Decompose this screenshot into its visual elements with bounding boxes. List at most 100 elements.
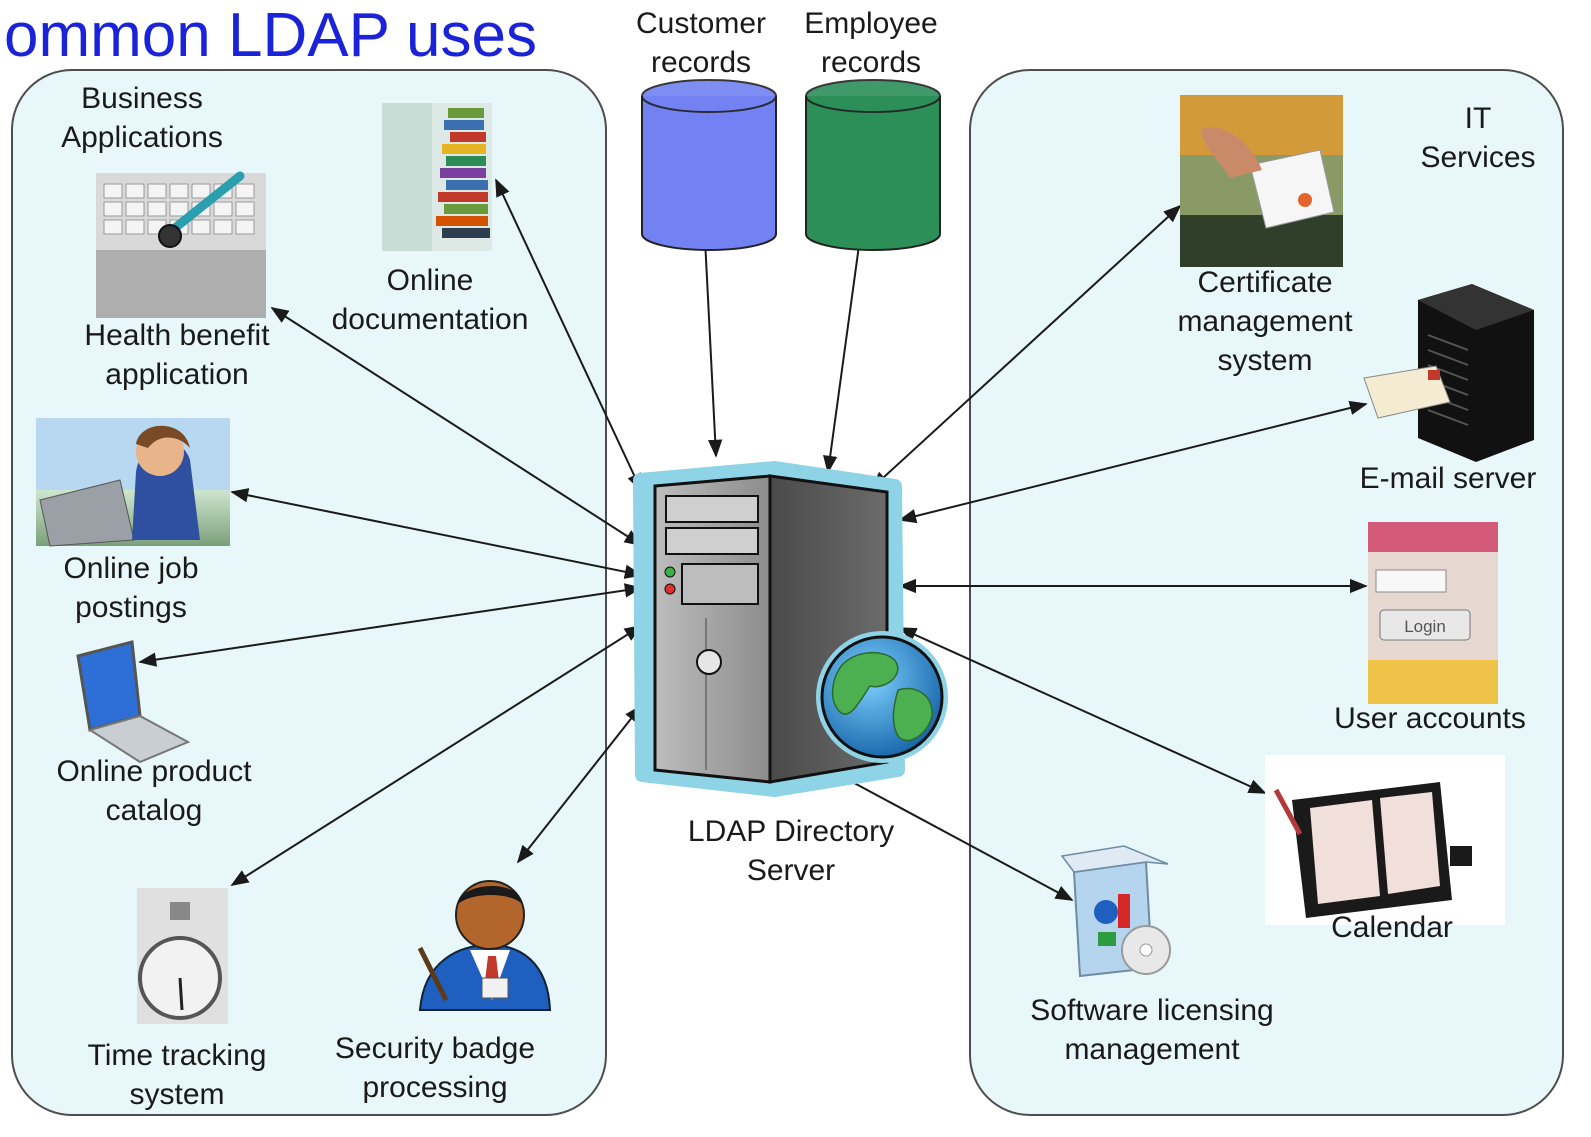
customer-records-label-line-2: records: [651, 46, 751, 79]
customer-records-label-line-1: Customer: [636, 7, 766, 40]
user-accounts-image: Login: [1368, 522, 1498, 704]
hand-icon: [1200, 127, 1262, 178]
software-licensing-label-line-1: Software licensing: [1030, 994, 1273, 1027]
server-drive-bay-2: [665, 527, 759, 555]
security-badge-person-icon: [417, 880, 552, 1011]
online-documentation-image: [382, 103, 492, 251]
certificate-management-label: Certificate management system: [1177, 266, 1353, 377]
certificate-management-label-line-2: management: [1177, 305, 1353, 338]
edge-calendar: [898, 627, 1267, 794]
edge-online-product-catalog: [138, 583, 643, 667]
software-box-flaps: [1060, 845, 1169, 873]
certificate-management-label-line-3: system: [1217, 344, 1312, 377]
certificate-seal-icon: [1298, 193, 1312, 207]
software-logo-red: [1118, 894, 1130, 928]
keyboard-shadow: [96, 250, 266, 318]
edge-time-tracking: [230, 625, 643, 886]
login-button-icon: [1379, 609, 1471, 641]
server-power-button: [696, 649, 722, 675]
software-logo-green: [1098, 932, 1116, 946]
certificate-document-icon: [1249, 149, 1335, 229]
time-tracking-label-line-1: Time tracking: [88, 1039, 267, 1072]
security-badge-label-line-2: processing: [362, 1071, 507, 1104]
login-photo-bottom: [1368, 660, 1498, 704]
certificate-photo-bottom: [1180, 215, 1343, 267]
person-hair: [458, 885, 522, 904]
it-services-label-line-2: Services: [1420, 141, 1535, 174]
calendar-label-line-1: Calendar: [1331, 911, 1453, 944]
business-applications-label-line-1: Business: [81, 82, 203, 115]
calendar-image: [1265, 755, 1505, 925]
employee-records-cylinder-top: [805, 79, 941, 113]
health-benefit-label-line-2: application: [105, 358, 248, 391]
user-accounts-label: User accounts: [1334, 702, 1526, 735]
page-title: ommon LDAP uses: [4, 1, 537, 70]
connectors: [138, 163, 1368, 901]
books-shade: [382, 103, 432, 251]
email-server-image: [1363, 284, 1534, 462]
health-benefit-image: [96, 171, 266, 318]
ldap-server-label-line-2: Server: [747, 854, 835, 887]
edge-online-job-postings: [230, 488, 643, 579]
online-documentation-label-line-1: Online: [387, 264, 474, 297]
business-applications-label-line-2: Applications: [61, 121, 223, 154]
server-drive-bay-1: [665, 495, 759, 523]
server-rack-top: [1418, 284, 1534, 330]
customer-records-cylinder-top: [641, 79, 777, 113]
server-power-led: [664, 566, 676, 578]
badge-icon: [481, 977, 509, 999]
certificate-management-label-line-1: Certificate: [1197, 266, 1332, 299]
login-username-field: [1375, 569, 1447, 593]
person-hair: [136, 425, 190, 448]
online-product-catalog-label: Online product catalog: [56, 755, 252, 827]
laptop-base: [87, 714, 191, 764]
software-box-icon: [1060, 845, 1171, 978]
pen-icon: [1273, 788, 1303, 836]
edge-software-licensing: [828, 769, 1074, 901]
globe-continent-2: [892, 687, 933, 742]
laptop-computer-icon: [76, 640, 191, 764]
edge-security-badge: [516, 704, 643, 864]
customer-records-database: [641, 79, 777, 251]
employee-records-label-line-2: records: [821, 46, 921, 79]
globe-continent-1: [831, 651, 899, 715]
stopwatch-hand: [178, 977, 184, 1011]
laptop-screen: [76, 640, 142, 732]
login-photo-header: [1368, 522, 1498, 552]
stethoscope-tube: [165, 171, 245, 237]
customer-records-label: Customer records: [636, 7, 766, 79]
calendar-label: Calendar: [1331, 911, 1453, 944]
globe-icon: [816, 631, 948, 763]
employee-records-label-line-1: Employee: [804, 7, 937, 40]
stopwatch-crown: [170, 902, 190, 920]
online-product-catalog-label-line-1: Online product: [56, 755, 252, 788]
email-server-label: E-mail server: [1360, 462, 1537, 495]
user-accounts-label-line-1: User accounts: [1334, 702, 1526, 735]
server-drive-bay-3: [681, 563, 759, 605]
online-job-postings-image: [36, 418, 230, 547]
email-server-label-line-1: E-mail server: [1360, 462, 1537, 495]
server-activity-led: [664, 583, 676, 595]
pen-icon: [417, 946, 449, 1002]
cd-disc-hole: [1139, 943, 1153, 957]
online-product-catalog-label-line-2: catalog: [106, 794, 203, 827]
employee-records-cylinder-body: [805, 96, 941, 251]
login-button-text: Login: [1404, 617, 1446, 636]
certificate-photo-top: [1180, 95, 1343, 155]
planner-clasp: [1450, 846, 1472, 866]
customer-records-cylinder-body: [641, 96, 777, 251]
certificate-management-image: [1180, 95, 1343, 267]
software-licensing-label-line-2: management: [1064, 1033, 1240, 1066]
planner-left-page: [1310, 800, 1380, 904]
ldap-server-label-line-1: LDAP Directory: [688, 815, 894, 848]
